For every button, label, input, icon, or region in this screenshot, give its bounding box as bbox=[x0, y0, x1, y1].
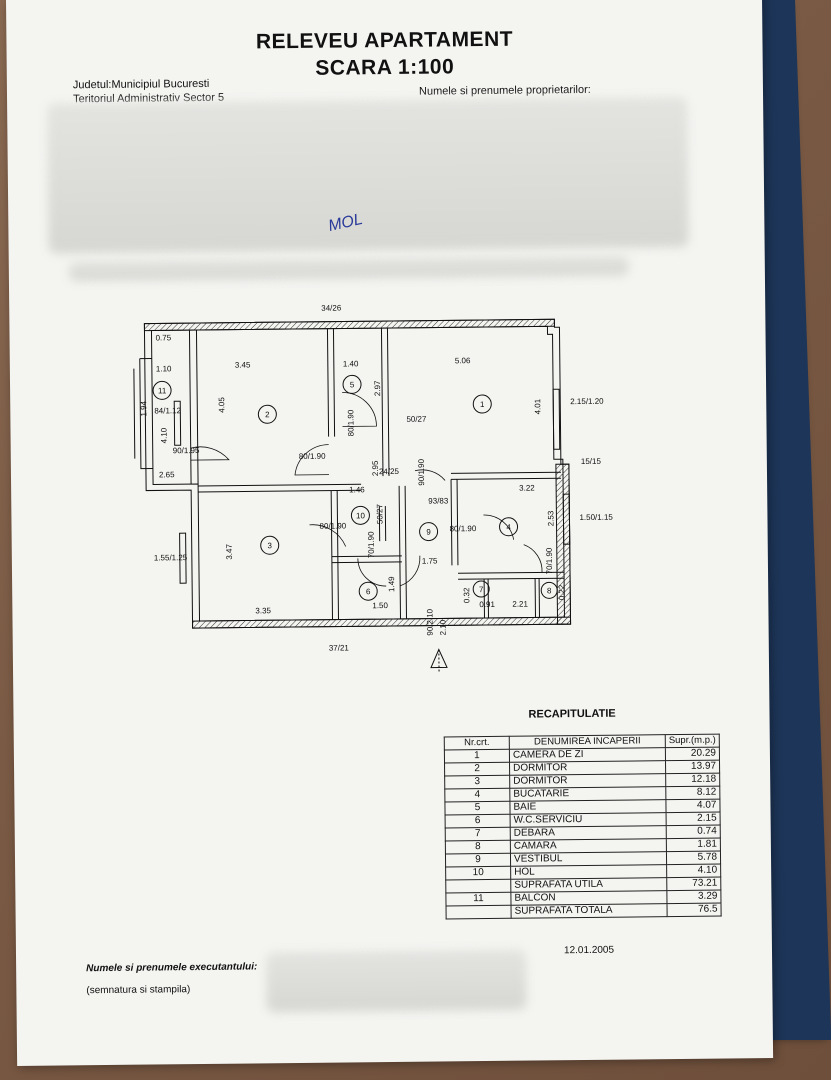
dim-label: 2.21 bbox=[512, 600, 528, 609]
dim-label: 3.35 bbox=[255, 606, 271, 615]
room-number-4: 4 bbox=[506, 523, 511, 532]
dim-label: 2.10 bbox=[439, 619, 448, 635]
dim-label: 2.65 bbox=[159, 470, 175, 479]
door-label: 80/1.90 bbox=[299, 452, 326, 461]
document-date: 12.01.2005 bbox=[563, 944, 615, 957]
room-number-3: 3 bbox=[267, 541, 272, 550]
entrance-arrow-icon bbox=[430, 648, 448, 674]
dim-label: 1.40 bbox=[343, 359, 359, 368]
dim-label: 2.97 bbox=[373, 380, 382, 396]
teritoriu-label: Teritoriul Administrativ Sector 5 bbox=[72, 91, 225, 106]
dim-label: 5.06 bbox=[455, 356, 471, 365]
dimension-labels: 5.06 3.45 1.40 4.05 4.01 3.22 2.53 3.47 … bbox=[139, 333, 555, 635]
owners-label: Numele si prenumele proprietarilor: bbox=[418, 83, 591, 98]
window-labels: 1.55/1.25 2.15/1.20 1.50/1.15 84/1.12 bbox=[154, 397, 614, 563]
room-number-5: 5 bbox=[350, 380, 355, 389]
dim-label: 1.94 bbox=[139, 400, 148, 416]
executant-label: Numele si prenumele executantului: bbox=[86, 961, 258, 975]
dim-label: 3.22 bbox=[519, 483, 535, 492]
door-label: 80/1.90 bbox=[450, 524, 477, 533]
room-number-1: 1 bbox=[480, 400, 485, 409]
dim-label: 4.10 bbox=[159, 427, 168, 443]
door-swings bbox=[190, 392, 543, 587]
dim-label: 0.91 bbox=[479, 600, 495, 609]
dim-label: 4.05 bbox=[217, 397, 226, 413]
door-label: 90/1.95 bbox=[173, 446, 200, 455]
room-number-8: 8 bbox=[547, 586, 552, 595]
document-title: RELEVEU APARTAMENT bbox=[255, 27, 514, 54]
dim-label: 0.75 bbox=[156, 333, 172, 342]
door-label: 70/1.90 bbox=[545, 547, 554, 574]
dim-label: 4.01 bbox=[533, 398, 542, 414]
window-label: 2.15/1.20 bbox=[570, 397, 604, 406]
window-label: 84/1.12 bbox=[154, 406, 181, 415]
dim-label: 1.75 bbox=[422, 557, 438, 566]
room-number-2: 2 bbox=[265, 410, 270, 419]
misc-label: 0.32 bbox=[462, 587, 471, 603]
dim-label: 1.10 bbox=[156, 364, 172, 373]
dim-label: 2.53 bbox=[546, 510, 555, 526]
signature-label: (semnatura si stampila) bbox=[86, 984, 191, 997]
room-number-6: 6 bbox=[366, 587, 371, 596]
room-number-11: 11 bbox=[158, 386, 167, 395]
walls bbox=[133, 318, 572, 629]
room-number-7: 7 bbox=[479, 585, 484, 594]
misc-label: 50/27 bbox=[406, 415, 427, 424]
room-numbers: 11 2 5 1 10 3 9 4 6 7 8 bbox=[152, 374, 558, 601]
misc-labels: 34/26 37/21 50/27 50/27 24/25 93/83 15/1… bbox=[321, 304, 602, 653]
misc-label: 37/21 bbox=[329, 643, 350, 652]
misc-label: 15/15 bbox=[581, 457, 602, 466]
misc-label: 93/83 bbox=[428, 496, 449, 505]
dim-label: 1.50 bbox=[372, 601, 388, 610]
redacted-line bbox=[68, 255, 629, 282]
door-label: 70/1.90 bbox=[367, 531, 376, 558]
redacted-area bbox=[47, 96, 689, 254]
dim-label: 3.45 bbox=[235, 360, 251, 369]
misc-label: 50/27 bbox=[375, 503, 384, 524]
misc-label: 0.22 bbox=[557, 584, 566, 600]
recap-title: RECAPITULATIE bbox=[528, 707, 616, 721]
door-label: 90/1.90 bbox=[417, 458, 426, 485]
door-label: 80/1.90 bbox=[346, 409, 355, 436]
dim-label: 2.95 bbox=[371, 460, 380, 476]
door-label: 80/1.90 bbox=[319, 521, 346, 530]
redacted-signature bbox=[265, 949, 527, 1013]
door-labels: 90/1.95 80/1.90 80/1.90 80/1.90 80/1.90 … bbox=[173, 409, 554, 574]
floor-plan: 11 2 5 1 10 3 9 4 6 7 8 5.06 3.45 1.40 4… bbox=[133, 304, 613, 674]
misc-label: 34/26 bbox=[321, 304, 342, 313]
room-number-9: 9 bbox=[426, 528, 431, 537]
dim-label: 3.47 bbox=[225, 544, 234, 560]
judet-label: Judetul:Municipiul Bucuresti bbox=[72, 77, 210, 92]
dim-label: 1.49 bbox=[387, 576, 396, 592]
col-area: Supr.(m.p.) bbox=[665, 734, 720, 748]
room-number-10: 10 bbox=[356, 511, 366, 520]
recap-table: Nr.crt. DENUMIREA INCAPERII Supr.(m.p.) … bbox=[444, 734, 722, 920]
col-nr: Nr.crt. bbox=[444, 736, 510, 750]
document-sheet: RELEVEU APARTAMENT SCARA 1:100 Judetul:M… bbox=[6, 0, 774, 1066]
dim-label: 1.46 bbox=[349, 485, 365, 494]
window-label: 1.50/1.15 bbox=[579, 513, 613, 522]
window-label: 1.55/1.25 bbox=[154, 553, 188, 562]
misc-label: 24/25 bbox=[379, 467, 400, 476]
misc-label: 90/2.10 bbox=[425, 608, 434, 635]
